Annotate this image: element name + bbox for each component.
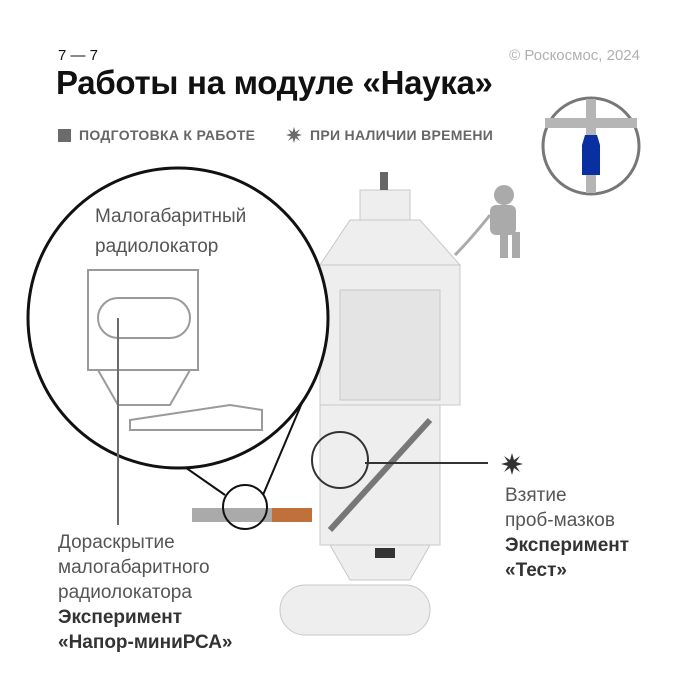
sample-callout: [311, 431, 369, 489]
left-task-label: Дораскрытие малогабаритного радиолокатор…: [58, 530, 233, 655]
label-line: Дораскрытие: [58, 532, 175, 553]
legend-preparation: ПОДГОТОВКА К РАБОТЕ: [58, 127, 255, 143]
right-task-label: Взятие проб-мазков Эксперимент «Тест»: [505, 483, 629, 583]
label-line: малогабаритного: [58, 557, 210, 578]
page-counter: 7 — 7: [58, 47, 99, 64]
callout-line: Малогабаритный: [95, 206, 247, 227]
label-line: проб-мазков: [505, 510, 615, 531]
callout-label: Малогабаритный радиолокатор: [95, 202, 246, 262]
radar-callout: [26, 166, 330, 530]
experiment-label: Эксперимент: [505, 535, 630, 556]
nauka-module: [279, 172, 462, 636]
experiment-name: «Напор-миниРСА»: [58, 632, 233, 653]
experiment-name: «Тест»: [505, 560, 567, 581]
legend-if-time: ПРИ НАЛИЧИИ ВРЕМЕНИ: [286, 127, 493, 143]
astronaut-icon: [453, 185, 520, 258]
page-title: Работы на модуле «Наука»: [56, 64, 493, 101]
legend-label: ПРИ НАЛИЧИИ ВРЕМЕНИ: [310, 127, 494, 143]
label-line: Взятие: [505, 485, 567, 506]
star-icon: [501, 453, 523, 475]
experiment-label: Эксперимент: [58, 607, 183, 628]
callout-line: радиолокатор: [95, 236, 219, 257]
copyright: © Роскосмос, 2024: [509, 47, 640, 64]
star-icon: [286, 127, 302, 143]
square-icon: [58, 128, 71, 142]
label-line: радиолокатора: [58, 582, 192, 603]
radar-tip: [272, 508, 312, 522]
station-minimap: [541, 96, 641, 196]
legend-label: ПОДГОТОВКА К РАБОТЕ: [79, 127, 256, 143]
